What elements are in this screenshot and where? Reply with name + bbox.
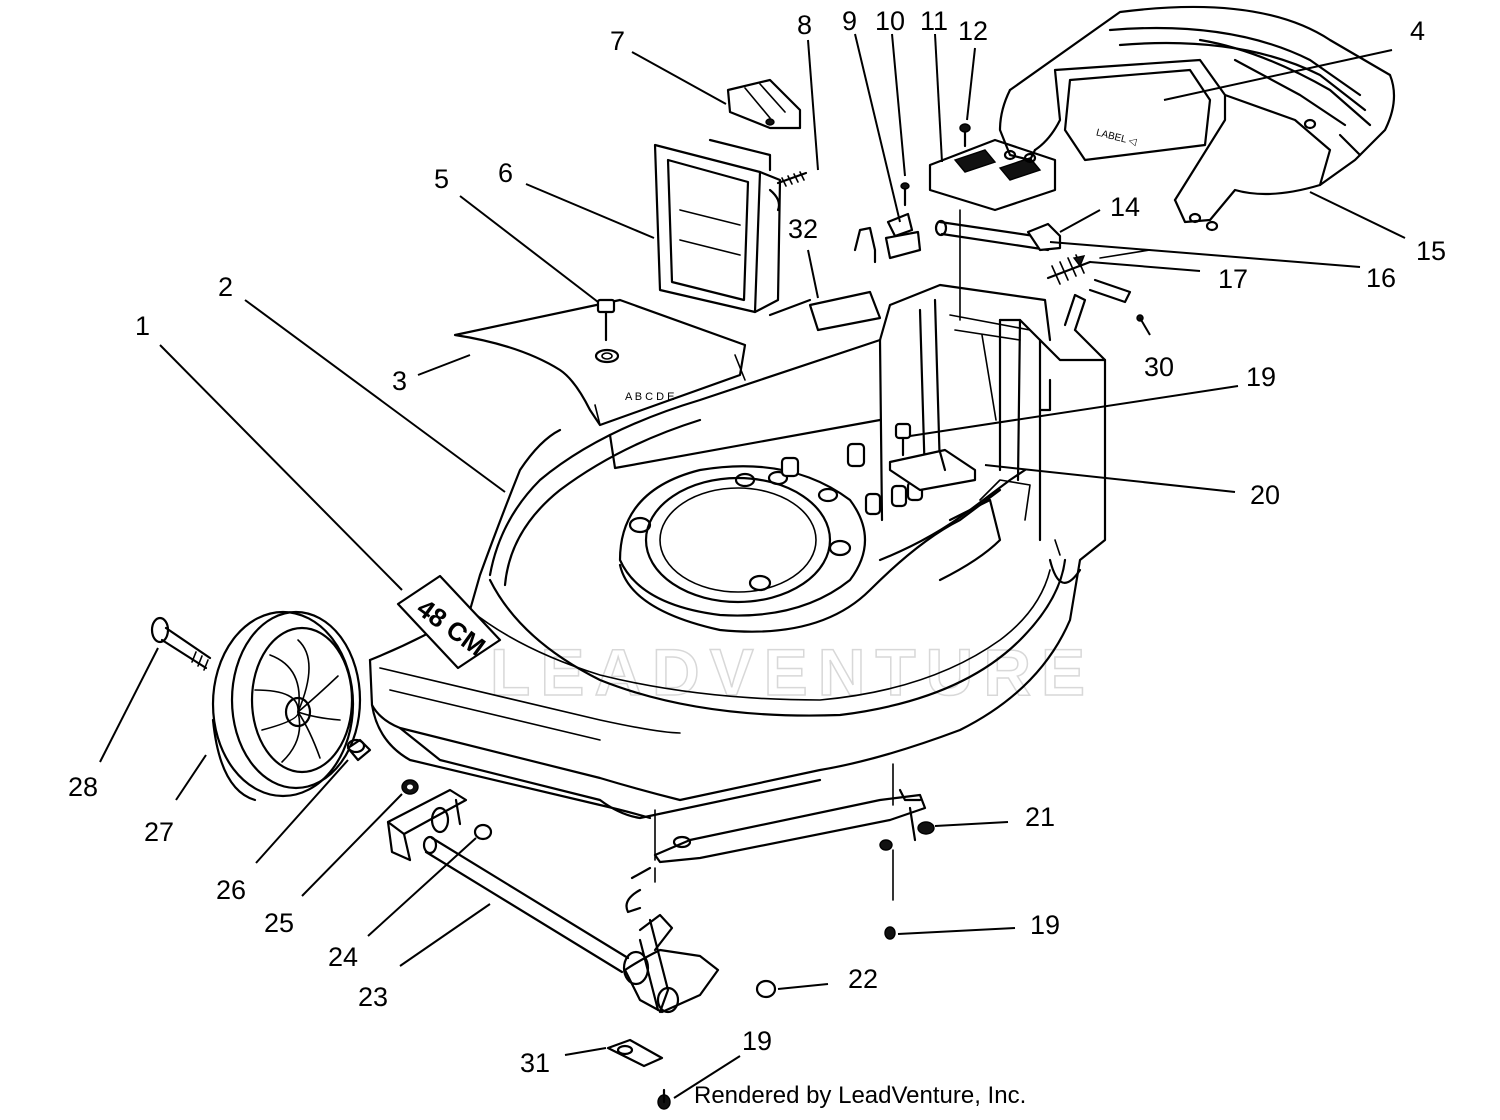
grass-bag-cover: LABEL ◁ <box>998 5 1396 232</box>
callout-10: 10 <box>875 6 905 36</box>
callout-3: 3 <box>392 366 407 396</box>
callout-31: 31 <box>520 1048 550 1078</box>
callout-15: 15 <box>1416 236 1446 266</box>
deck-mounting-bosses <box>628 442 924 592</box>
axle-bracket <box>386 788 493 862</box>
retaining-clip <box>1026 222 1062 252</box>
hinge-bracket <box>853 182 922 264</box>
spring-assembly <box>1046 254 1132 304</box>
svg-text:LABEL ◁: LABEL ◁ <box>1095 127 1138 148</box>
callout-12: 12 <box>958 16 988 46</box>
callout-21: 21 <box>1025 802 1055 832</box>
callout-14: 14 <box>1110 192 1140 222</box>
svg-text:A B C D E: A B C D E <box>625 391 675 403</box>
callout-19-lower: 19 <box>742 1026 772 1056</box>
rear-door-frame <box>653 138 782 314</box>
deck-size-plate: 48 CM <box>396 574 502 670</box>
callout-17: 17 <box>1218 264 1248 294</box>
callout-6: 6 <box>498 158 513 188</box>
baffle-plate: A B C D E <box>453 298 747 427</box>
screw <box>657 926 896 1110</box>
callout-7: 7 <box>610 26 625 56</box>
door-latch-bracket <box>726 78 802 130</box>
callout-24: 24 <box>328 942 358 972</box>
callout-20: 20 <box>1250 480 1280 510</box>
callout-labels: 1 2 3 4 5 6 7 8 9 10 11 12 14 15 16 17 1… <box>68 6 1446 1078</box>
rear-cover-panel <box>928 123 1057 212</box>
callout-5: 5 <box>434 164 449 194</box>
callout-22: 22 <box>848 964 878 994</box>
callout-2: 2 <box>218 272 233 302</box>
callout-26: 26 <box>216 875 246 905</box>
callout-11: 11 <box>920 6 948 36</box>
mower-deck-housing <box>368 283 1107 820</box>
front-wheel <box>211 610 362 802</box>
wheel-bolt <box>150 616 212 671</box>
callout-1: 1 <box>135 311 150 341</box>
callout-16: 16 <box>1366 263 1396 293</box>
alignment-lines <box>654 209 1151 901</box>
callout-23: 23 <box>358 982 388 1012</box>
decal <box>768 290 882 332</box>
mounting-plate <box>606 1038 664 1068</box>
callout-32: 32 <box>788 214 818 244</box>
spacer-washer <box>755 979 777 999</box>
callout-30: 30 <box>1144 352 1174 382</box>
height-adjust-bracket <box>888 422 977 492</box>
callout-27: 27 <box>144 817 174 847</box>
front-axle <box>422 835 630 974</box>
rear-height-bar <box>653 788 935 864</box>
callout-19-upper: 19 <box>1246 362 1276 392</box>
callout-4: 4 <box>1410 16 1425 46</box>
callout-9: 9 <box>842 6 857 36</box>
callout-8: 8 <box>797 10 812 40</box>
callout-leaders <box>99 33 1406 1099</box>
bolt <box>594 298 620 364</box>
wheel-washer <box>401 779 419 795</box>
wheel-bushing <box>346 738 372 762</box>
watermark: LEADVENTURE <box>490 635 1095 709</box>
callout-28: 28 <box>68 772 98 802</box>
callout-25: 25 <box>264 908 294 938</box>
render-credit: Rendered by LeadVenture, Inc. <box>694 1082 1027 1109</box>
torsion-spring <box>776 171 808 187</box>
callout-19-middle: 19 <box>1030 910 1060 940</box>
height-adjust-pivot <box>622 866 720 1014</box>
